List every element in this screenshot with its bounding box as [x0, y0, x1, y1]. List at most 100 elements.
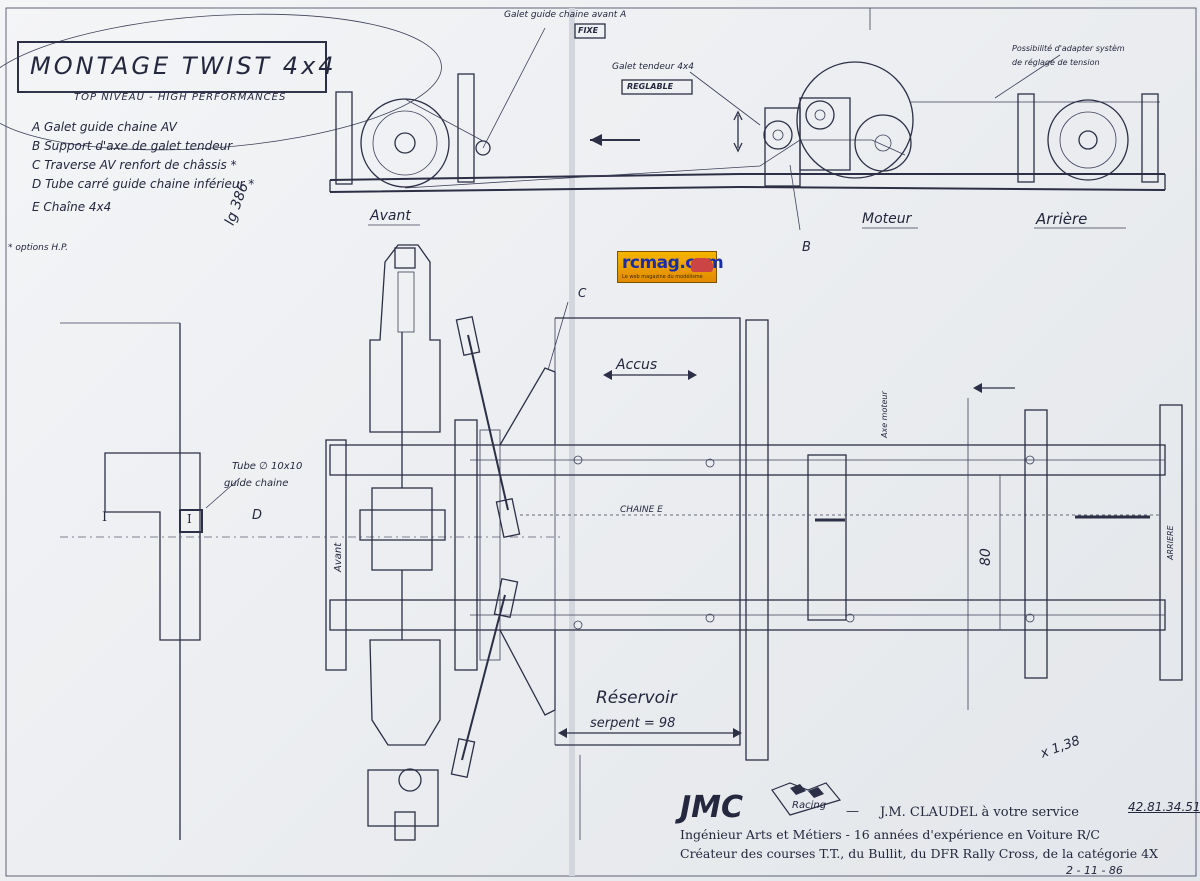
serpent-arrow-left [558, 728, 567, 738]
box-fixe [574, 23, 606, 39]
legend-key: D [32, 177, 42, 191]
front-upper-knuckle [369, 244, 441, 433]
side-chassis-top [329, 173, 1165, 181]
section-moteur: Moteur [862, 211, 912, 227]
front-upper-joint [394, 247, 416, 269]
checkered-flag-icon [771, 782, 842, 816]
motor-block [799, 97, 851, 171]
jmc-brand: JMC [680, 790, 744, 825]
legend-text: Tube carré guide chaine inférieur * [45, 177, 255, 191]
hole [573, 455, 583, 465]
front-wheel-inner [372, 110, 438, 176]
legend-item-e: E Chaîne 4x4 [32, 200, 111, 214]
detail-bracket [104, 452, 201, 641]
rear-wheel-inner [1059, 111, 1117, 169]
front-wheel-outer [360, 98, 450, 188]
rear-wheel-hub [1078, 130, 1098, 150]
tensioner-axle [772, 129, 784, 141]
mark-b: B [802, 240, 811, 255]
legend-key: B [32, 139, 41, 153]
legend-item-a: A Galet guide chaine AV [32, 120, 177, 134]
drawing-subtitle: TOP NIVEAU - HIGH PERFORMANCES [74, 92, 287, 103]
mark-i-center: I [187, 512, 192, 526]
title-block [0, 13, 442, 151]
note-tension-1: Possibilité d'adapter systèm [1012, 44, 1125, 53]
legend-key: E [32, 200, 40, 214]
note-tension-2: de réglage de tension [1012, 58, 1100, 67]
label-galet-guide: Galet guide chaine avant A [504, 10, 627, 20]
label-accus: Accus [616, 357, 658, 373]
section-avant: Avant [370, 208, 411, 224]
motor-axis-arrowhead [973, 383, 982, 393]
accus-arrow-right [688, 370, 697, 380]
battery-tank-plate [555, 317, 741, 746]
footer-claudel: J.M. CLAUDEL à votre service [880, 805, 1079, 820]
tensioner-roller [763, 120, 793, 150]
motor-clutch-hub [874, 134, 892, 152]
leader-b [789, 164, 801, 231]
front-diff-housing [371, 487, 433, 571]
rod-end-1 [455, 315, 481, 357]
front-bulkhead-1 [325, 439, 347, 671]
legend-key: C [32, 158, 41, 172]
car-icon [691, 258, 713, 272]
label-chaine: CHAINE E [620, 505, 663, 515]
hole [705, 458, 715, 468]
direction-arrow-head [590, 134, 602, 146]
front-wheel-hub [394, 132, 416, 154]
detail-hatch [179, 452, 201, 641]
label-galet-tendeur: Galet tendeur 4x4 [612, 62, 694, 72]
side-view [329, 23, 1166, 231]
rear-upright-2 [1141, 93, 1159, 183]
label-arriere-vertical: ARRIERE [1166, 525, 1175, 560]
footer-line3: Créateur des courses T.T., du Bullit, du… [680, 846, 1158, 861]
front-lower-hub [367, 769, 439, 827]
rear-bulkhead-2 [1159, 404, 1183, 681]
front-lower-bush [398, 768, 422, 792]
steering-link-lower [461, 594, 506, 761]
leader-c [547, 301, 569, 371]
label-axe-moteur: Axe moteur [880, 391, 889, 438]
legend-text: Traverse AV renfort de châssis * [44, 158, 237, 172]
rear-bulkhead-1 [1024, 409, 1048, 679]
label-avant-vertical: Avant [333, 542, 344, 572]
legend-item-b: B Support d'axe de galet tendeur [32, 139, 232, 153]
options-note: * options H.P. [8, 243, 69, 253]
hole [1025, 613, 1035, 623]
legend-item-d: D Tube carré guide chaine inférieur * [32, 177, 254, 191]
leader-a [482, 27, 546, 149]
checkered-flag-squares [790, 784, 824, 798]
hole [845, 613, 855, 623]
leader-tube [205, 477, 241, 509]
footer-graphics [771, 782, 842, 816]
chain-upper-front [404, 98, 484, 142]
label-reservoir: Réservoir [596, 688, 677, 708]
legend-text: Support d'axe de galet tendeur [44, 139, 233, 153]
side-rail-bar [745, 319, 769, 761]
footer-date: 2 - 11 - 86 [1066, 864, 1123, 877]
legend-text: Galet guide chaine AV [44, 120, 177, 134]
box-reglable [621, 79, 693, 95]
leader-note-right [994, 54, 1061, 99]
adjust-arrow-bottom [733, 142, 743, 153]
footer-dash: — [846, 804, 859, 819]
front-upright-2 [457, 73, 475, 183]
rear-upright-1 [1017, 93, 1035, 183]
title-ellipse [0, 13, 442, 151]
motor-mount [807, 454, 847, 621]
brace-c-upper [499, 367, 556, 446]
front-lower-knuckle [369, 639, 441, 746]
rod-end-2 [495, 497, 521, 539]
leader-tendeur [689, 71, 761, 126]
sheet-border [5, 7, 1197, 877]
brace-c-lower [499, 629, 556, 716]
hole [573, 620, 583, 630]
steering-link-upper [467, 334, 509, 511]
tube-square [179, 509, 203, 533]
jmc-racing: Racing [792, 800, 827, 811]
front-bulkhead-2 [454, 419, 478, 671]
rcmag-logo: rcmag.com Le web magazine du modélisme [617, 251, 724, 283]
motor-pinion-axle [814, 109, 826, 121]
label-serpent: serpent = 98 [590, 716, 676, 731]
